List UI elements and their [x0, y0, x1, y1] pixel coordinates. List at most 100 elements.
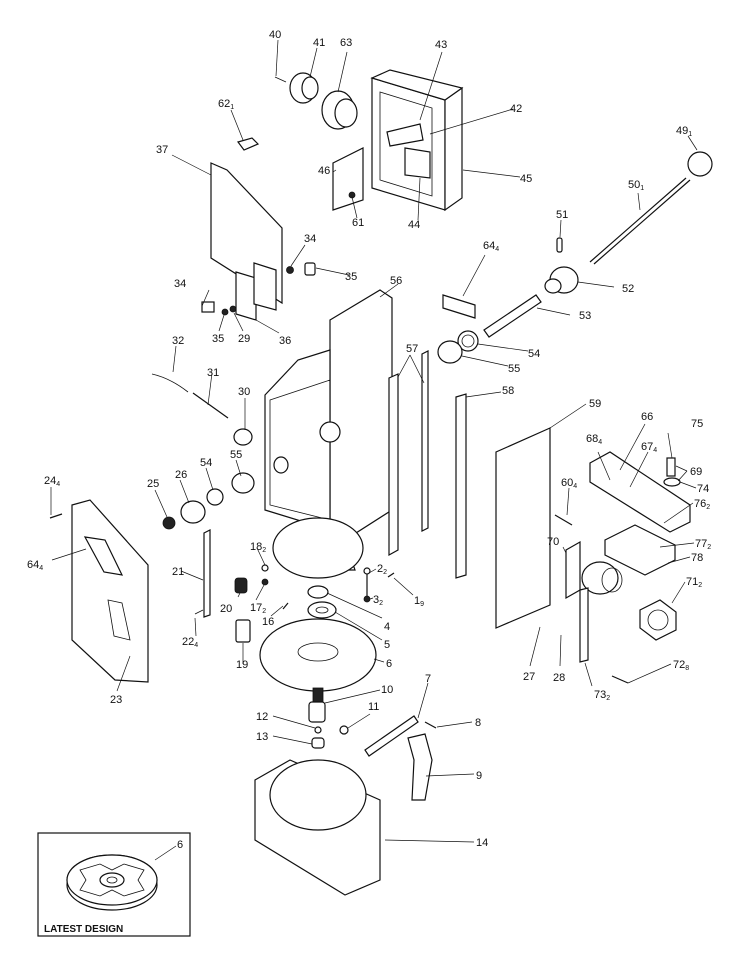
part-lever-9 — [407, 733, 433, 801]
callout-61: 61 — [352, 217, 364, 229]
callout-51: 51 — [556, 209, 568, 221]
callout-60: 604 — [561, 477, 577, 490]
callout-14: 14 — [476, 837, 488, 849]
callout-54-upper: 54 — [528, 348, 540, 360]
callout-55-upper: 55 — [508, 363, 520, 375]
part-shaft-7 — [364, 715, 419, 757]
callout-3: 32 — [373, 594, 383, 607]
part-gib-57a — [388, 373, 399, 557]
part-slide-plate-59 — [495, 427, 551, 629]
part-screw-75 — [666, 457, 676, 477]
callout-35-upper: 35 — [345, 271, 357, 283]
callout-9: 9 — [476, 770, 482, 782]
callout-20: 20 — [220, 603, 232, 615]
callout-labels: 40 41 63 43 42 45 44 621 37 46 61 491 50… — [27, 29, 711, 849]
part-bushing-30 — [233, 428, 253, 446]
part-screw-18 — [261, 564, 269, 572]
part-screw-34-upper — [286, 266, 294, 274]
callout-34-lower: 34 — [174, 278, 186, 290]
callout-7: 7 — [425, 673, 431, 685]
part-worm-gear — [581, 561, 623, 595]
part-base-14 — [254, 759, 381, 896]
part-pin-8 — [424, 721, 437, 729]
callout-52: 52 — [622, 283, 634, 295]
callout-62: 621 — [218, 98, 234, 111]
callout-10: 10 — [381, 684, 393, 696]
part-pin-31 — [192, 392, 229, 419]
inset-latest-design: 6 LATEST DESIGN — [37, 832, 191, 937]
part-gib-57b — [421, 350, 429, 532]
part-screw-11 — [339, 725, 349, 735]
callout-43: 43 — [435, 39, 447, 51]
callout-73: 732 — [594, 689, 610, 702]
callout-17: 172 — [250, 602, 266, 615]
callout-5: 5 — [384, 639, 390, 651]
part-washer-54-lower — [206, 488, 224, 506]
part-spring-20 — [234, 577, 248, 594]
callout-2: 22 — [377, 563, 387, 576]
part-base-plate-6 — [259, 618, 377, 692]
callout-76: 762 — [694, 498, 710, 511]
callout-67: 674 — [641, 441, 657, 454]
part-link-73 — [579, 587, 589, 663]
part-plunger-19 — [235, 619, 251, 643]
part-pin-51 — [556, 237, 563, 253]
callout-41: 41 — [313, 37, 325, 49]
callout-32: 32 — [172, 335, 184, 347]
callout-54-lower: 54 — [200, 457, 212, 469]
callout-64-lower: 644 — [27, 559, 43, 572]
part-washer-35-lower — [221, 308, 229, 316]
callout-66: 66 — [641, 411, 653, 423]
callout-55-lower: 55 — [230, 449, 242, 461]
callout-31: 31 — [207, 367, 219, 379]
part-bushing-55-lower — [231, 472, 255, 494]
callout-19: 19 — [236, 659, 248, 671]
part-ring-63 — [321, 90, 358, 130]
callout-12: 12 — [256, 711, 268, 723]
part-screw-40 — [274, 76, 287, 83]
callout-58: 58 — [502, 385, 514, 397]
callout-27: 27 — [523, 671, 535, 683]
part-base-plate-6-latest — [66, 854, 158, 911]
callout-57: 57 — [406, 343, 418, 355]
callout-69: 69 — [690, 466, 702, 478]
part-cup-13 — [311, 737, 325, 749]
part-cable-32 — [151, 373, 189, 393]
part-rack-58 — [455, 393, 467, 579]
part-ball-knob-49 — [687, 151, 713, 177]
part-screw-72 — [611, 675, 629, 684]
part-nut-25 — [162, 516, 176, 530]
callout-6: 6 — [386, 658, 392, 670]
callout-64-upper: 644 — [483, 240, 499, 253]
callout-11: 11 — [368, 701, 379, 713]
callout-25: 25 — [147, 478, 159, 490]
callout-13: 13 — [256, 731, 268, 743]
part-nut-4 — [307, 585, 329, 599]
inset-callout-6: 6 — [177, 839, 183, 851]
part-screw-24 — [49, 513, 63, 519]
part-washer-74 — [663, 477, 681, 487]
part-column-56 — [264, 289, 393, 579]
part-block-78 — [604, 524, 676, 576]
part-bolt-2 — [363, 567, 371, 596]
part-clip-62 — [236, 137, 260, 151]
part-shaft-53 — [483, 294, 542, 338]
callout-30: 30 — [238, 386, 250, 398]
callout-70: 70 — [547, 536, 559, 548]
part-washer-5 — [307, 601, 337, 619]
part-washer-54-upper — [457, 330, 479, 352]
callout-46: 46 — [318, 165, 330, 177]
callout-56: 56 — [390, 275, 402, 287]
part-bracket-66 — [589, 451, 691, 533]
part-pin-1 — [387, 572, 395, 578]
callout-68: 684 — [586, 433, 602, 446]
part-nut-71 — [639, 599, 677, 641]
callout-71: 712 — [686, 576, 702, 589]
callout-18: 182 — [250, 541, 266, 554]
part-screw-60 — [554, 514, 573, 526]
callout-29: 29 — [238, 333, 250, 345]
part-knob-41 — [289, 72, 319, 104]
part-switch-box-45 — [370, 69, 464, 212]
callout-26: 26 — [175, 469, 187, 481]
